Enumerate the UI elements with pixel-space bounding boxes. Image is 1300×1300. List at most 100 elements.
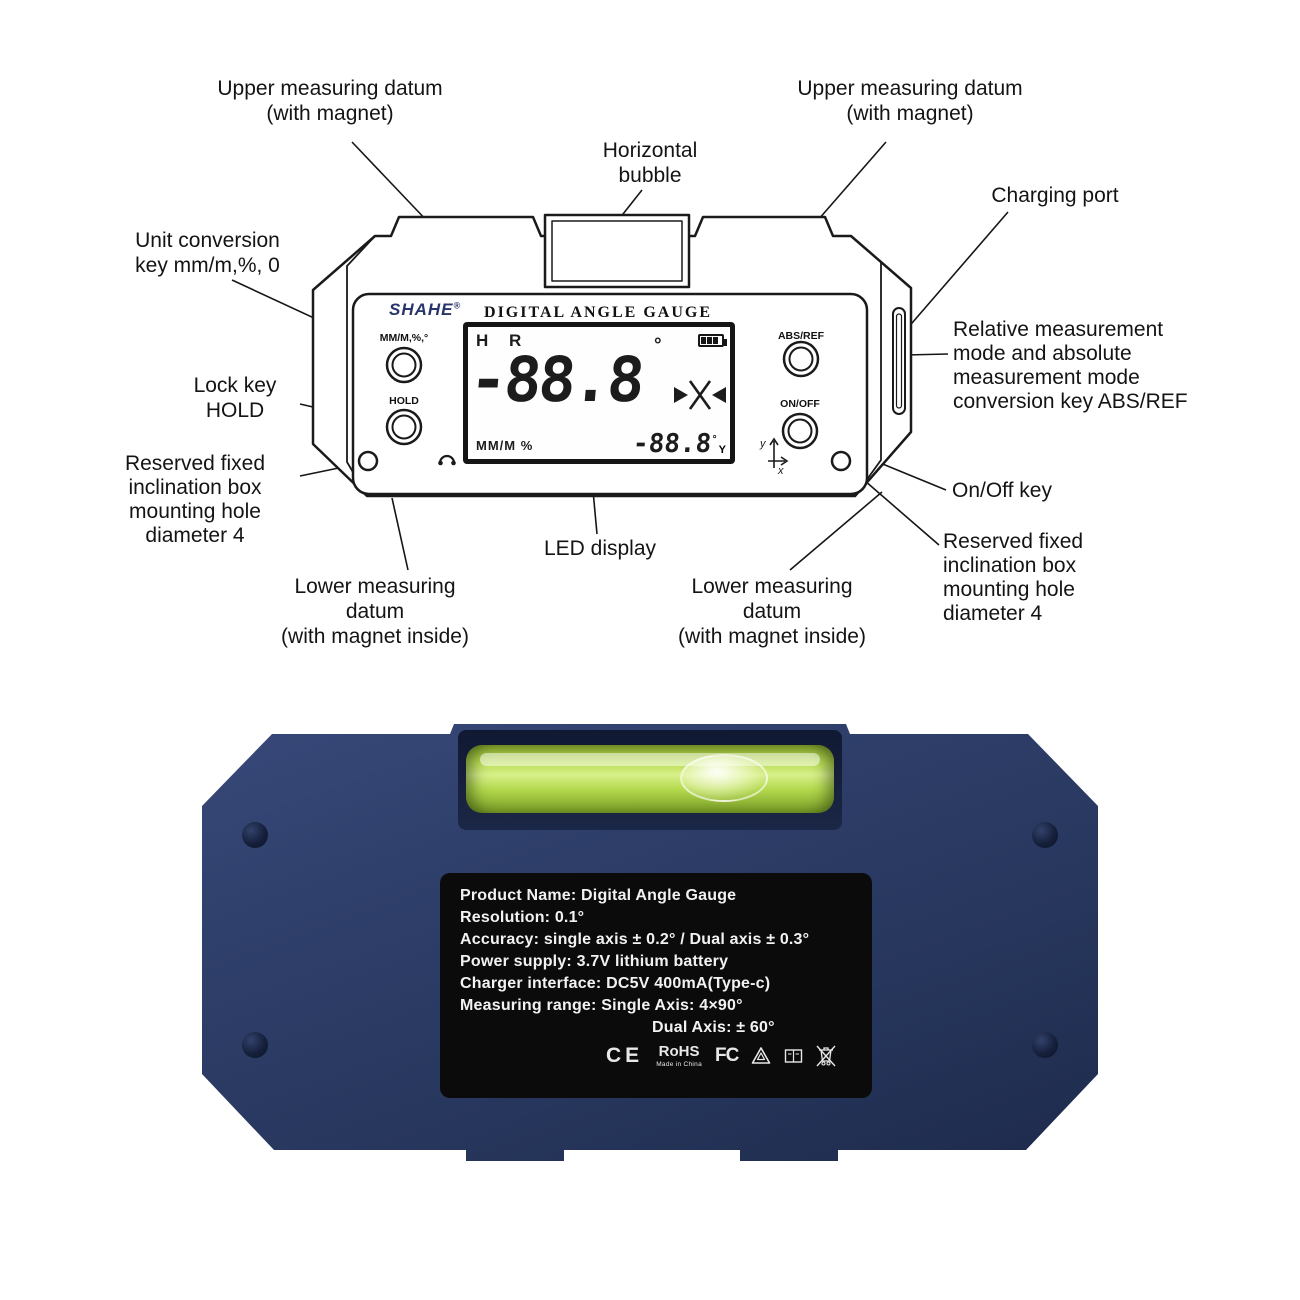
callout-line: On/Off key <box>952 479 1052 502</box>
manual-icon <box>785 1049 803 1063</box>
callout-line: (with magnet inside) <box>281 625 469 648</box>
on-off-button-cap <box>787 418 813 444</box>
callout-line: mounting hole <box>943 578 1075 601</box>
callout-line: mounting hole <box>129 500 261 523</box>
lcd-sub-value: -88.8 <box>632 429 713 459</box>
device-back-view: Product Name: Digital Angle Gauge Resolu… <box>200 718 1100 1168</box>
abs-ref-button-label: ABS/REF <box>777 330 825 342</box>
on-off-button-label: ON/OFF <box>780 398 820 410</box>
rohs-mark: RoHS Made in China <box>656 1044 702 1069</box>
callout-line: inclination box <box>943 554 1077 577</box>
callout-line: LED display <box>543 537 657 560</box>
screw-hole <box>242 822 268 848</box>
spec-line: Charger interface: DC5V 400mA(Type-c) <box>460 975 771 992</box>
callout-line: (with magnet) <box>846 102 974 125</box>
callout-line: Relative measurement <box>953 318 1164 341</box>
mounting-hole-left <box>357 450 379 472</box>
registered-mark: ® <box>453 300 462 311</box>
axis-icon: y x <box>759 437 789 474</box>
callout-upper-measuring-datum-right: Upper measuring datum (with magnet) <box>735 76 1085 126</box>
callout-line: Unit conversion <box>135 229 280 252</box>
callout-line: inclination box <box>128 476 262 499</box>
callout-line: datum <box>742 600 802 623</box>
callout-lock-key: Lock key HOLD <box>150 373 320 423</box>
brand-logo: SHAHE® <box>389 300 461 320</box>
axis-y-label: y <box>759 438 767 450</box>
leader-line <box>817 141 887 221</box>
lcd-degree-symbol: ° <box>654 335 662 356</box>
callout-lower-measuring-datum-left: Lower measuring datum (with magnet insid… <box>255 574 495 649</box>
callout-led-display: LED display <box>500 536 700 561</box>
callout-line: Lock key <box>193 374 277 397</box>
rohs-text: RoHS <box>658 1043 700 1060</box>
callout-charging-port: Charging port <box>955 183 1155 208</box>
fcc-mark: FC <box>715 1045 739 1067</box>
callout-on-off-key: On/Off key <box>952 478 1132 503</box>
bubble-window <box>543 213 691 289</box>
lcd-sub-degree: ° <box>712 434 717 445</box>
bubble-vial <box>466 745 834 813</box>
spec-line: Resolution: 0.1° <box>460 909 585 926</box>
battery-icon <box>698 334 727 347</box>
recycle-icon <box>752 1047 771 1065</box>
made-in-china-text: Made in China <box>656 1061 703 1068</box>
callout-line: measurement mode <box>953 366 1140 389</box>
callout-line: datum <box>345 600 405 623</box>
spec-line: Accuracy: single axis ± 0.2° / Dual axis… <box>460 931 810 948</box>
callout-abs-ref-key: Relative measurement mode and absolute m… <box>953 318 1218 414</box>
lcd-sub-axis: Y <box>718 444 726 456</box>
callout-line: (with magnet inside) <box>678 625 866 648</box>
charging-port <box>892 307 906 415</box>
callout-line: Horizontal <box>602 139 698 162</box>
hold-button-label: HOLD <box>389 395 419 407</box>
abs-ref-button-cap <box>788 346 814 372</box>
spec-line: Product Name: Digital Angle Gauge <box>460 887 737 904</box>
callout-line: Upper measuring datum <box>217 77 443 100</box>
unit-conversion-button-cap <box>391 352 417 378</box>
callout-unit-conversion-key: Unit conversion key mm/m,%, 0 <box>105 228 310 278</box>
mounting-hole-right <box>830 450 852 472</box>
bubble <box>680 754 768 802</box>
callout-horizontal-bubble: Horizontal bubble <box>560 138 740 188</box>
axis-x-label: x <box>777 465 784 474</box>
buzzer-icon <box>438 454 456 466</box>
callout-line: Lower measuring <box>294 575 456 598</box>
screw-hole <box>1032 1032 1058 1058</box>
spec-line: Measuring range: Single Axis: 4×90° <box>460 997 743 1014</box>
lcd-main-value: -88.8 <box>466 343 645 416</box>
screw-hole <box>1032 822 1058 848</box>
ce-mark: CE <box>606 1044 644 1068</box>
vial-highlight <box>480 753 820 766</box>
callout-reserved-hole-right: Reserved fixed inclination box mounting … <box>943 530 1173 626</box>
screw-hole <box>242 1032 268 1058</box>
lcd-sub-display: -88.8 ° Y <box>632 429 726 459</box>
charging-port-slot <box>895 313 903 409</box>
lcd-indicators: H R <box>476 331 530 350</box>
callout-lower-measuring-datum-right: Lower measuring datum (with magnet insid… <box>652 574 892 649</box>
callout-line: Lower measuring <box>691 575 853 598</box>
laser-indicator-icon <box>674 380 726 410</box>
callout-line: conversion key ABS/REF <box>953 390 1188 413</box>
front-title: DIGITAL ANGLE GAUGE <box>484 304 712 321</box>
callout-line: diameter 4 <box>145 524 245 547</box>
callout-line: HOLD <box>205 399 265 422</box>
callout-line: diameter 4 <box>943 602 1043 625</box>
spec-line: Dual Axis: ± 60° <box>652 1019 775 1036</box>
callout-line: Charging port <box>991 184 1119 207</box>
bubble-vial-recess <box>458 730 842 830</box>
lcd-display: H R -88.8 ° MM/M % -88.8 ° Y <box>463 322 735 464</box>
weee-bin-icon <box>816 1045 836 1067</box>
spec-line: Power supply: 3.7V lithium battery <box>460 953 729 970</box>
certification-row: CE RoHS Made in China FC <box>606 1044 860 1069</box>
callout-line: bubble <box>618 164 682 187</box>
callout-upper-measuring-datum-left: Upper measuring datum (with magnet) <box>155 76 505 126</box>
callout-line: mode and absolute <box>953 342 1132 365</box>
unit-button-label: MM/M,%,° <box>379 332 429 344</box>
callout-line: Reserved fixed <box>943 530 1084 553</box>
bubble-window-inner <box>551 220 683 282</box>
callout-reserved-hole-left: Reserved fixed inclination box mounting … <box>90 452 300 548</box>
hold-button-cap <box>391 414 417 440</box>
callout-line: key mm/m,%, 0 <box>135 254 280 277</box>
callout-line: Upper measuring datum <box>797 77 1023 100</box>
